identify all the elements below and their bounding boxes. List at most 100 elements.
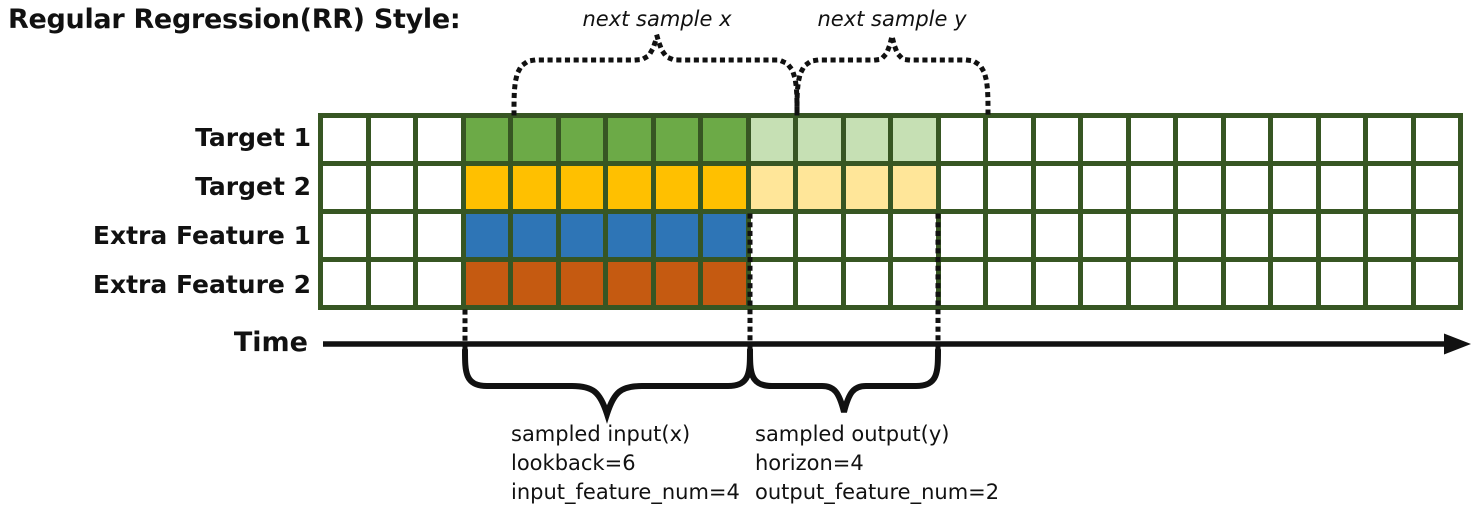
grid-cell <box>513 166 556 209</box>
grid-cell <box>560 118 603 161</box>
grid-cell <box>370 166 413 209</box>
row-label-target-1: Target 1 <box>195 123 311 152</box>
row-label-extra-feature-2: Extra Feature 2 <box>92 270 311 299</box>
grid-cell <box>845 166 888 209</box>
grid-cell <box>798 262 841 305</box>
grid-cell <box>1368 262 1411 305</box>
grid-cell <box>845 118 888 161</box>
sampled-output-note: sampled output(y) horizon=4 output_featu… <box>755 420 999 507</box>
grid-cell <box>655 118 698 161</box>
grid-cell <box>1083 262 1126 305</box>
grid-cell <box>893 118 936 161</box>
grid-cell <box>940 262 983 305</box>
grid-cell <box>798 118 841 161</box>
grid-cell <box>750 262 793 305</box>
grid-cell <box>418 118 461 161</box>
grid-cell <box>940 118 983 161</box>
grid-cell <box>418 166 461 209</box>
grid-cell <box>1178 262 1221 305</box>
grid-cell <box>703 118 746 161</box>
grid-cell <box>1415 262 1458 305</box>
grid-cell <box>1320 166 1363 209</box>
grid-cell <box>1083 118 1126 161</box>
time-axis-label: Time <box>233 327 308 358</box>
grid-cell <box>845 262 888 305</box>
row-label-extra-feature-1: Extra Feature 1 <box>92 221 311 250</box>
grid-cell <box>1035 262 1078 305</box>
grid-cell <box>560 214 603 257</box>
grid-cell <box>655 214 698 257</box>
grid-cell <box>845 214 888 257</box>
grid-cell <box>323 118 366 161</box>
horizon-value: horizon=4 <box>755 451 864 475</box>
grid-cell <box>608 118 651 161</box>
grid-cell <box>1035 118 1078 161</box>
grid-cell <box>608 214 651 257</box>
lookback-value: lookback=6 <box>511 451 636 475</box>
grid-cell <box>655 166 698 209</box>
grid-cell <box>703 166 746 209</box>
grid-cell <box>1178 214 1221 257</box>
grid-cell <box>608 166 651 209</box>
input-feature-num-value: input_feature_num=4 <box>511 480 740 504</box>
next-sample-y-label: next sample y <box>817 7 967 31</box>
grid-cell <box>798 214 841 257</box>
grid-cell <box>1320 262 1363 305</box>
grid-cell <box>465 214 508 257</box>
grid-cell <box>418 262 461 305</box>
grid-cell <box>465 166 508 209</box>
grid-cell <box>1130 166 1173 209</box>
grid-cell <box>940 166 983 209</box>
next-sample-x-brace <box>511 26 800 116</box>
grid-cell <box>1225 214 1268 257</box>
grid-cell <box>703 262 746 305</box>
grid-cell <box>988 214 1031 257</box>
grid-cell <box>1035 166 1078 209</box>
grid-cell <box>1130 262 1173 305</box>
grid-cell <box>418 214 461 257</box>
grid-cell <box>1273 118 1316 161</box>
grid-cell <box>1273 214 1316 257</box>
page-title: Regular Regression(RR) Style: <box>8 4 461 35</box>
grid-cell <box>1273 262 1316 305</box>
next-sample-y-brace <box>794 35 991 116</box>
sampled-output-title: sampled output(y) <box>755 422 950 446</box>
grid-cell <box>608 262 651 305</box>
grid-cell <box>465 118 508 161</box>
grid-cell <box>988 118 1031 161</box>
grid-cell <box>1368 118 1411 161</box>
grid-cell <box>513 262 556 305</box>
output-feature-num-value: output_feature_num=2 <box>755 480 1000 504</box>
grid-cell <box>940 214 983 257</box>
grid-cell <box>1415 214 1458 257</box>
time-arrow-head-icon <box>1444 333 1471 355</box>
grid-cell <box>988 262 1031 305</box>
grid-cell <box>1083 214 1126 257</box>
grid-cell <box>1225 118 1268 161</box>
grid-cell <box>1225 166 1268 209</box>
grid-cell <box>798 166 841 209</box>
grid-cell <box>465 262 508 305</box>
grid-cell <box>1130 118 1173 161</box>
sampled-input-brace <box>462 347 753 424</box>
grid-cell <box>893 214 936 257</box>
grid-cell <box>988 166 1031 209</box>
grid-cell <box>370 118 413 161</box>
row-label-target-2: Target 2 <box>195 172 311 201</box>
grid-cell <box>1178 118 1221 161</box>
grid-cell <box>1083 166 1126 209</box>
grid-cell <box>513 214 556 257</box>
grid-cell <box>1178 166 1221 209</box>
grid-cell <box>655 262 698 305</box>
grid-cell <box>323 262 366 305</box>
grid-cell <box>1368 166 1411 209</box>
grid-cell <box>1320 118 1363 161</box>
sampled-input-note: sampled input(x) lookback=6 input_featur… <box>511 420 740 507</box>
grid-cell <box>750 214 793 257</box>
grid-cell <box>1225 262 1268 305</box>
grid-cell <box>1415 118 1458 161</box>
sampled-output-brace <box>747 347 941 413</box>
grid-cell <box>703 214 746 257</box>
grid-cell <box>560 166 603 209</box>
